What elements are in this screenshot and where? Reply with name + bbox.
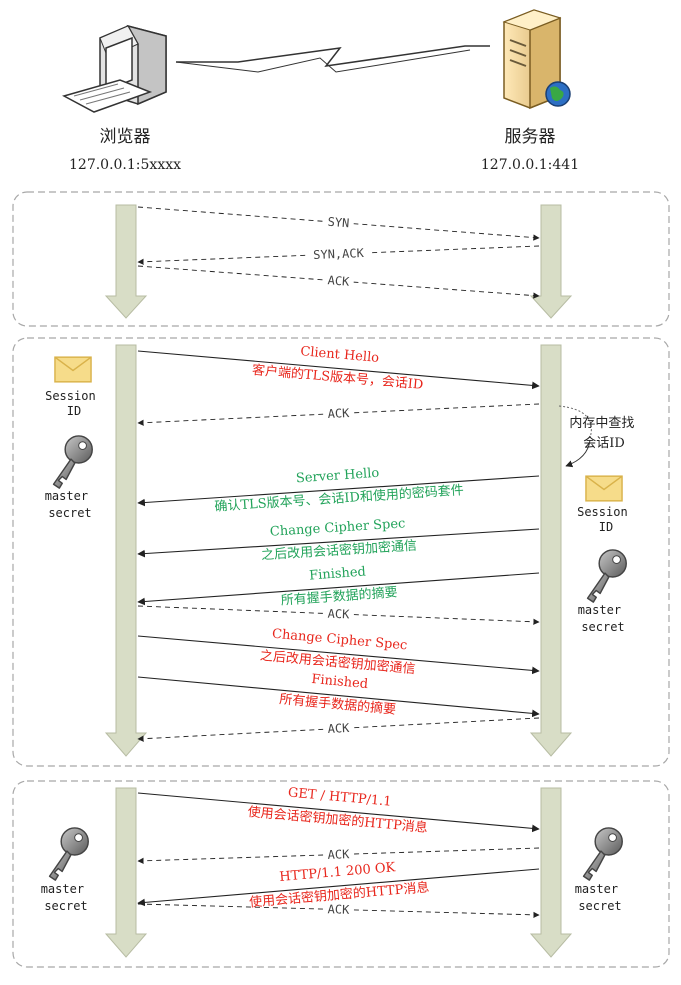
messages: SYN SYN,ACK ACK Client Hello客户端的TLS版本号，会话ID… bbox=[137, 206, 540, 918]
message-arrow bbox=[137, 868, 540, 907]
server-lookup-label: 内存中查找 会话ID bbox=[569, 415, 638, 451]
ack-label-bg bbox=[322, 215, 355, 231]
browser-master-secret-line2: secret bbox=[48, 506, 91, 520]
browser-session-id-label: Session ID bbox=[45, 389, 103, 418]
message-arrow bbox=[137, 350, 540, 390]
server-icon bbox=[502, 9, 571, 110]
browser-session-id-line2: ID bbox=[67, 404, 81, 418]
server-master-secret-http-line2: secret bbox=[578, 899, 621, 913]
browser-master-secret: master secret bbox=[45, 435, 96, 520]
server-master-secret-line1: master bbox=[578, 603, 621, 617]
ack-label-bg bbox=[322, 721, 355, 737]
server-master-secret-http-label: master secret bbox=[575, 882, 626, 913]
lifelines bbox=[104, 204, 573, 958]
message-title: Server Hello bbox=[295, 466, 379, 487]
server-lookup-note: 内存中查找 会话ID bbox=[558, 405, 638, 468]
message-title: Finished bbox=[311, 672, 369, 692]
message-arrow bbox=[137, 792, 540, 833]
message-detail: 确认TLS版本号、会话ID和使用的密码套件 bbox=[214, 482, 464, 515]
panel-tcp-handshake bbox=[12, 191, 670, 327]
envelope-icon bbox=[54, 356, 92, 383]
browser-name: 浏览器 bbox=[100, 127, 151, 147]
ack-label-bg bbox=[323, 848, 354, 862]
server-master-secret-label: master secret bbox=[578, 603, 629, 634]
message-title: ACK bbox=[327, 902, 350, 917]
envelope-icon bbox=[585, 475, 623, 502]
message-arrow bbox=[137, 635, 540, 675]
server-name: 服务器 bbox=[505, 127, 556, 147]
server-master-secret-line2: secret bbox=[581, 620, 624, 634]
computer-icon bbox=[62, 24, 167, 113]
message-title: Finished bbox=[309, 565, 367, 584]
browser-lifeline bbox=[104, 204, 148, 319]
server-master-secret: master secret bbox=[578, 549, 629, 634]
key-icon bbox=[52, 435, 94, 489]
message-title: SYN,ACK bbox=[313, 246, 365, 262]
browser-master-secret-label: master secret bbox=[45, 489, 96, 520]
server-lifeline bbox=[529, 344, 573, 757]
browser-master-secret-http-line1: master bbox=[41, 882, 84, 896]
panel-tls-handshake bbox=[12, 337, 670, 767]
ack-label-bg bbox=[323, 903, 354, 917]
server-address: 127.0.0.1:441 bbox=[481, 157, 579, 173]
message-title: ACK bbox=[327, 273, 350, 289]
message-title: ACK bbox=[327, 721, 350, 736]
ack-label-bg bbox=[322, 607, 354, 622]
ack-label-bg bbox=[322, 273, 355, 290]
key-icon bbox=[586, 549, 628, 603]
browser-lifeline bbox=[104, 787, 148, 958]
browser-node: 浏览器 127.0.0.1:5xxxx bbox=[62, 24, 181, 173]
message-title: GET / HTTP/1.1 bbox=[287, 785, 392, 809]
server-session-id-label: Session ID bbox=[577, 505, 635, 534]
message-title: Change Cipher Spec bbox=[270, 516, 406, 539]
server-lifeline bbox=[529, 787, 573, 958]
ack-label-bg bbox=[308, 246, 370, 263]
server-lookup-line2: 会话ID bbox=[583, 436, 625, 451]
browser-session-id: Session ID bbox=[45, 356, 103, 418]
browser-master-secret-http: master secret bbox=[41, 827, 92, 913]
message-arrow bbox=[137, 475, 540, 507]
message-title: SYN bbox=[327, 215, 350, 231]
browser-address: 127.0.0.1:5xxxx bbox=[69, 157, 181, 173]
message-title: ACK bbox=[327, 406, 350, 421]
server-session-id: Session ID bbox=[577, 475, 635, 534]
message-title: ACK bbox=[327, 607, 350, 622]
panel-http-exchange bbox=[12, 780, 670, 968]
server-lifeline bbox=[529, 204, 573, 319]
browser-lifeline bbox=[104, 344, 148, 757]
server-node: 服务器 127.0.0.1:441 bbox=[481, 9, 579, 173]
browser-master-secret-http-line2: secret bbox=[44, 899, 87, 913]
browser-master-secret-http-label: master secret bbox=[41, 882, 92, 913]
server-lookup-line1: 内存中查找 bbox=[569, 415, 634, 431]
lightning-link-icon bbox=[175, 45, 490, 73]
message-title: HTTP/1.1 200 OK bbox=[279, 860, 396, 885]
message-title: Client Hello bbox=[300, 344, 380, 366]
ack-label-bg bbox=[322, 406, 355, 422]
server-session-id-line2: ID bbox=[599, 520, 613, 534]
server-master-secret-http: master secret bbox=[575, 827, 626, 913]
browser-master-secret-line1: master bbox=[45, 489, 88, 503]
message-title: ACK bbox=[327, 847, 350, 862]
message-arrow bbox=[137, 528, 540, 558]
message-arrow bbox=[137, 676, 540, 718]
server-session-id-line1: Session bbox=[577, 505, 628, 519]
message-arrow bbox=[137, 572, 540, 606]
message-detail: 客户端的TLS版本号，会话ID bbox=[251, 362, 424, 393]
key-icon bbox=[48, 827, 90, 881]
key-icon bbox=[582, 827, 624, 881]
browser-session-id-line1: Session bbox=[45, 389, 96, 403]
message-detail: 使用会话密钥加密的HTTP消息 bbox=[247, 804, 428, 836]
server-master-secret-http-line1: master bbox=[575, 882, 618, 896]
